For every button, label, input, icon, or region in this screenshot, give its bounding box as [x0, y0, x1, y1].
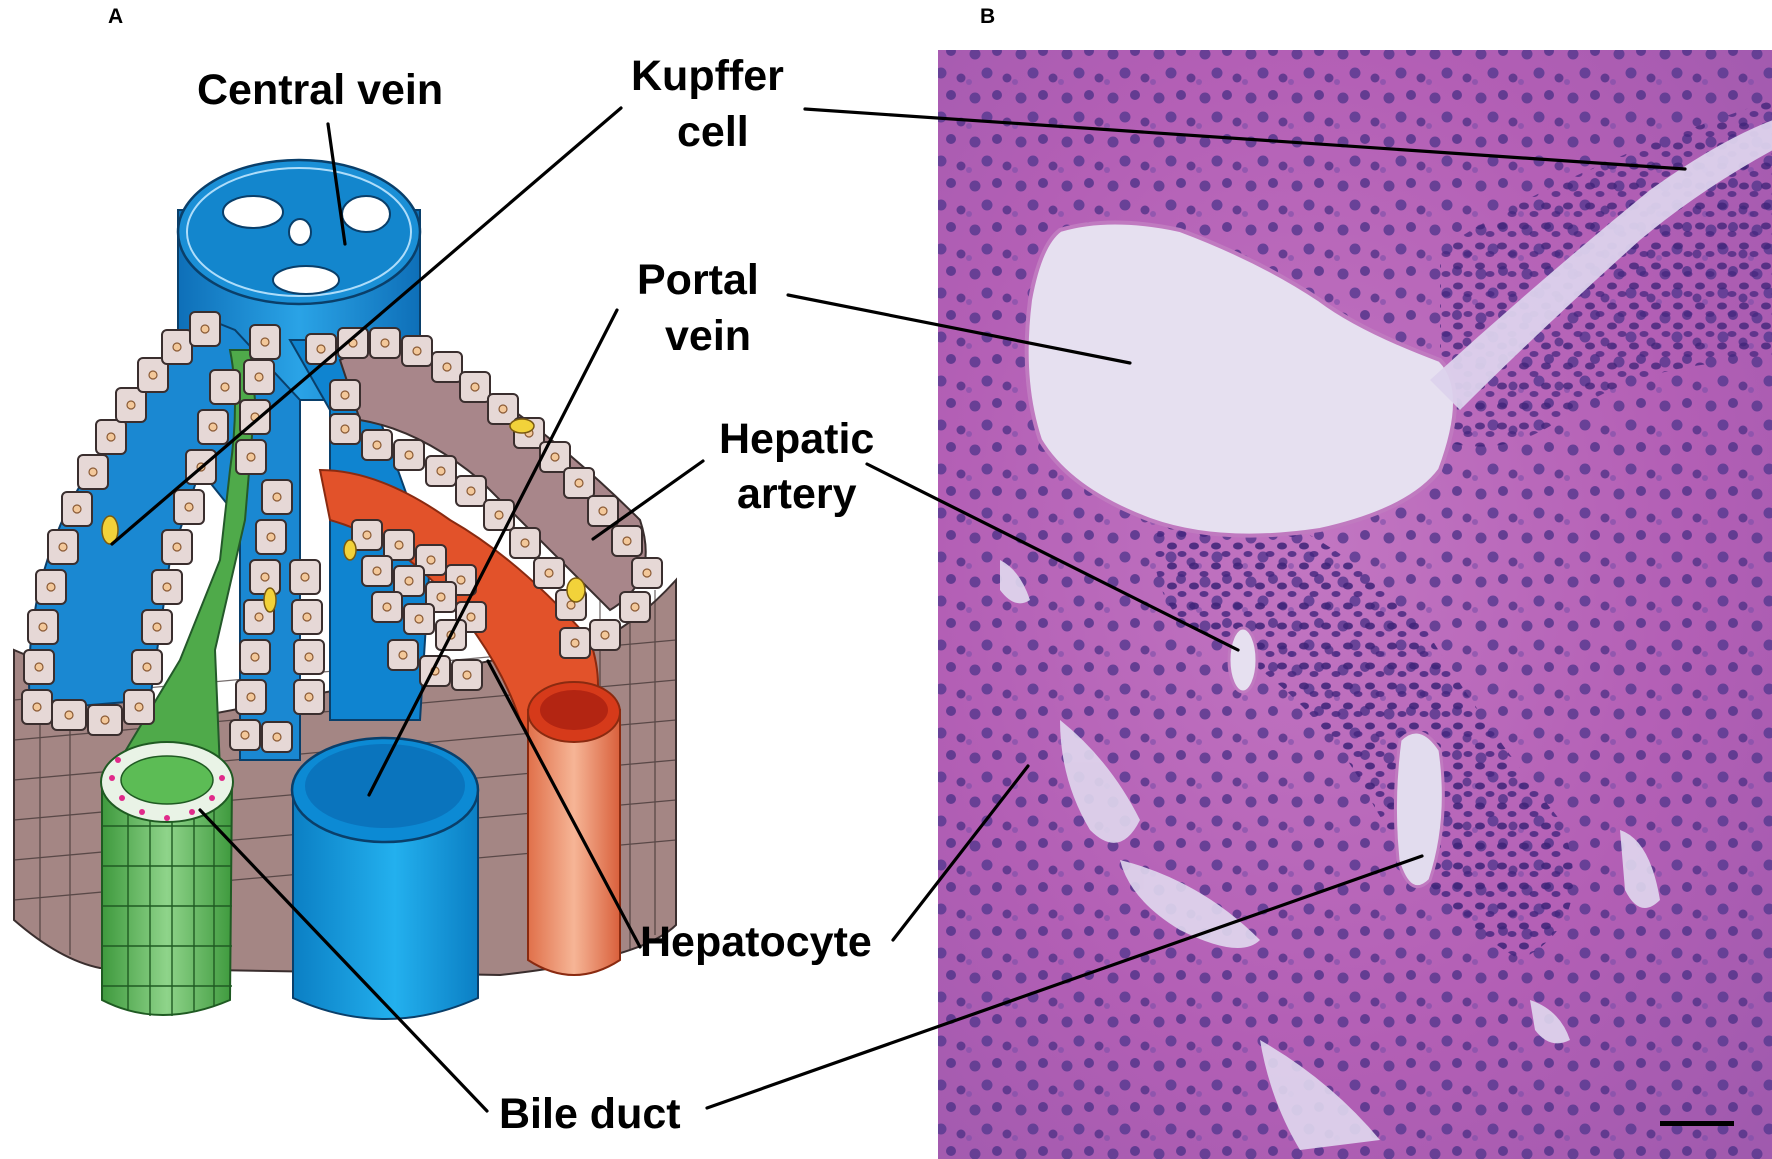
label-hepatocyte: Hepatocyte	[640, 918, 872, 966]
label-central-vein: Central vein	[197, 66, 443, 114]
panel-a-letter: A	[108, 5, 123, 28]
leader-bile-to-a	[198, 808, 489, 1113]
label-portal-line2: vein	[665, 312, 751, 360]
bile-ductule-lumen-histology	[1393, 730, 1445, 889]
label-hepatic-line2: artery	[737, 470, 857, 518]
leader-portal-to-a	[367, 308, 619, 797]
hepatic-artery-lumen	[540, 690, 608, 730]
label-kupffer-line2: cell	[677, 108, 749, 156]
arteriole-lumen-histology	[1227, 626, 1259, 694]
chain-middle	[229, 324, 325, 753]
leader-portal-to-b	[786, 293, 1132, 365]
bile-duct-cylinder	[101, 781, 234, 1016]
kupffer-cells	[101, 418, 586, 613]
leader-hepatocyte-to-b	[891, 764, 1030, 942]
leader-hepatic-to-b	[865, 462, 1240, 652]
chain-left-outer	[21, 311, 221, 725]
leader-bile-to-b	[705, 854, 1424, 1110]
histology-micrograph	[938, 50, 1772, 1159]
bile-duct-lumen	[120, 755, 214, 805]
portal-vein-cylinder	[292, 789, 479, 1020]
portal-tract-stroma	[1155, 480, 1574, 960]
portal-vein-lumen-histology	[1024, 220, 1457, 538]
label-hepatic-line1: Hepatic	[719, 415, 874, 463]
portal-vein-lumen	[305, 744, 465, 828]
leader-lines	[110, 106, 1687, 1113]
callout-labels: Central vein Kupffer cell Portal vein He…	[197, 52, 874, 1138]
label-portal-line1: Portal	[637, 256, 759, 304]
leader-hepatocyte-to-a	[486, 659, 642, 949]
scale-bar	[1660, 1121, 1734, 1126]
leader-central-vein	[326, 122, 347, 246]
sinus-channel	[1430, 120, 1772, 410]
chain-upper-right	[305, 327, 663, 659]
chain-left-bottom	[51, 369, 241, 736]
label-kupffer-line1: Kupffer	[631, 52, 784, 100]
bile-duct-cell-grid	[102, 790, 232, 1016]
bile-duct-cell-nuclei	[109, 757, 225, 821]
hepatocyte-chains	[21, 311, 663, 753]
leader-hepatic-to-a	[591, 459, 705, 541]
leader-kupffer-to-a	[110, 106, 623, 546]
central-vein-openings	[222, 195, 391, 295]
label-bile-duct: Bile duct	[499, 1090, 681, 1138]
panel-b-letter: B	[980, 5, 995, 28]
hepatic-artery-cylinder	[527, 709, 621, 976]
leader-kupffer-to-b	[803, 107, 1687, 171]
chain-inner-right	[329, 379, 587, 621]
